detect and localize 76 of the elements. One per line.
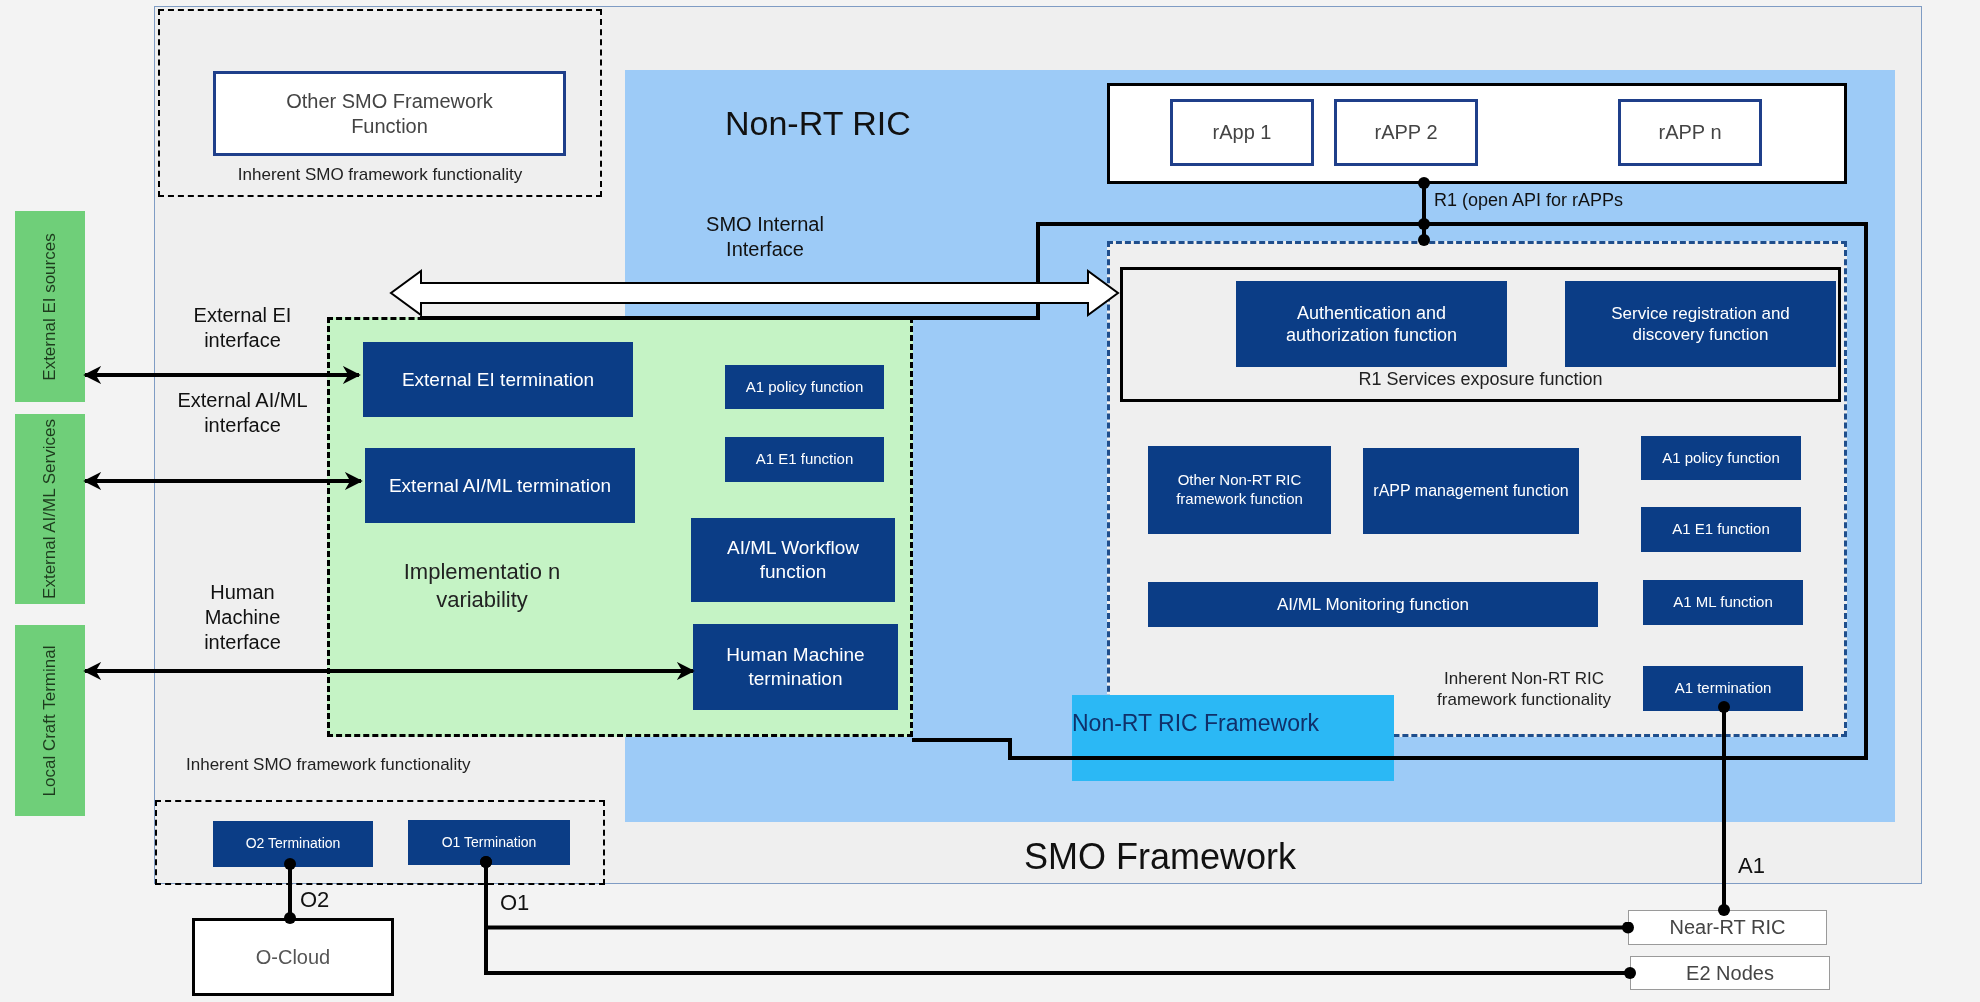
app-box — [1334, 99, 1478, 166]
framework-panel — [154, 6, 1922, 884]
group-caption: R1 Services exposure function — [1357, 368, 1604, 391]
box-label: O-Cloud — [255, 944, 331, 970]
box-label: E2 Nodes — [1686, 960, 1774, 986]
box-label: External EI termination — [401, 367, 595, 392]
box-label: External AI/ML termination — [388, 473, 612, 498]
box-label: rApp 1 — [1212, 120, 1272, 145]
dashed-group-box — [158, 9, 602, 197]
app-container — [1107, 83, 1847, 184]
group-caption: Local Craft Terminal — [39, 644, 61, 798]
external-box — [15, 414, 85, 604]
box-label: A1 termination — [1674, 679, 1772, 698]
interface-line — [1718, 701, 1730, 916]
group-caption: Implementatio n variability — [402, 558, 562, 613]
function-box — [213, 71, 566, 156]
group-caption: External AI/ML Services — [39, 419, 61, 599]
function-box — [408, 820, 570, 865]
app-box — [1170, 99, 1314, 166]
function-box — [725, 365, 884, 409]
group-caption: Non-RT RIC Framework — [1072, 709, 1320, 738]
arrow — [83, 472, 363, 490]
function-box — [1643, 666, 1803, 711]
framework-label-band — [1072, 695, 1394, 781]
group-caption: Inherent Non-RT RIC framework functionality — [1436, 668, 1612, 711]
function-box — [365, 448, 635, 523]
interface-line — [284, 858, 296, 924]
box-label: O1 Termination — [441, 833, 537, 852]
group-caption: Inherent SMO framework functionality — [236, 163, 524, 186]
box-label: Authentication and authorization function — [1284, 301, 1459, 347]
box-label: AI/ML Monitoring function — [1276, 593, 1470, 616]
box-label: AI/ML Workflow function — [726, 536, 860, 584]
box-label: Other SMO Framework Function — [285, 88, 494, 139]
box-label: A1 policy function — [1662, 448, 1780, 468]
function-box — [1148, 446, 1331, 534]
box-label: Human Machine termination — [725, 643, 866, 691]
function-box — [1363, 448, 1579, 534]
external-box — [15, 625, 85, 816]
box-label: rAPP n — [1658, 120, 1722, 145]
box-label: O2 Termination — [245, 835, 341, 853]
node-box — [1628, 910, 1827, 945]
panel-title: Non-RT RIC — [725, 106, 911, 140]
box-label: Other Non-RT RIC framework function — [1175, 471, 1304, 509]
service-group-box — [1120, 267, 1841, 402]
box-label: Service registration and discovery function — [1610, 302, 1791, 346]
panel-title: SMO Framework — [1024, 839, 1297, 875]
function-box — [213, 821, 373, 867]
function-box — [1148, 582, 1598, 627]
box-label: Near-RT RIC — [1669, 915, 1786, 940]
box-label: A1 policy function — [745, 377, 864, 397]
box-label: rAPP 2 — [1374, 120, 1438, 145]
box-label: A1 E1 function — [1672, 520, 1770, 539]
arrow — [83, 662, 695, 680]
app-box — [1618, 99, 1762, 166]
function-box — [691, 518, 895, 602]
interface-line — [480, 856, 1636, 979]
box-label: A1 E1 function — [755, 450, 854, 469]
external-box — [15, 211, 85, 402]
arrow — [83, 366, 361, 384]
function-box — [363, 342, 633, 417]
box-label: rAPP management function — [1373, 481, 1569, 501]
function-box — [1643, 580, 1803, 625]
function-box — [1236, 281, 1507, 367]
function-box — [1641, 507, 1801, 552]
group-caption: Inherent SMO framework functionality — [186, 754, 471, 776]
function-box — [693, 624, 898, 710]
group-caption: External EI sources — [39, 231, 61, 383]
box-label: A1 ML function — [1673, 593, 1773, 612]
interface-arrow — [389, 269, 1120, 317]
function-box — [1565, 281, 1836, 367]
function-box — [725, 437, 884, 482]
node-box — [1630, 956, 1830, 990]
interface-line — [1418, 177, 1430, 246]
dashed-group-box — [155, 800, 605, 885]
function-box — [1641, 436, 1801, 480]
cloud-box — [192, 918, 394, 996]
